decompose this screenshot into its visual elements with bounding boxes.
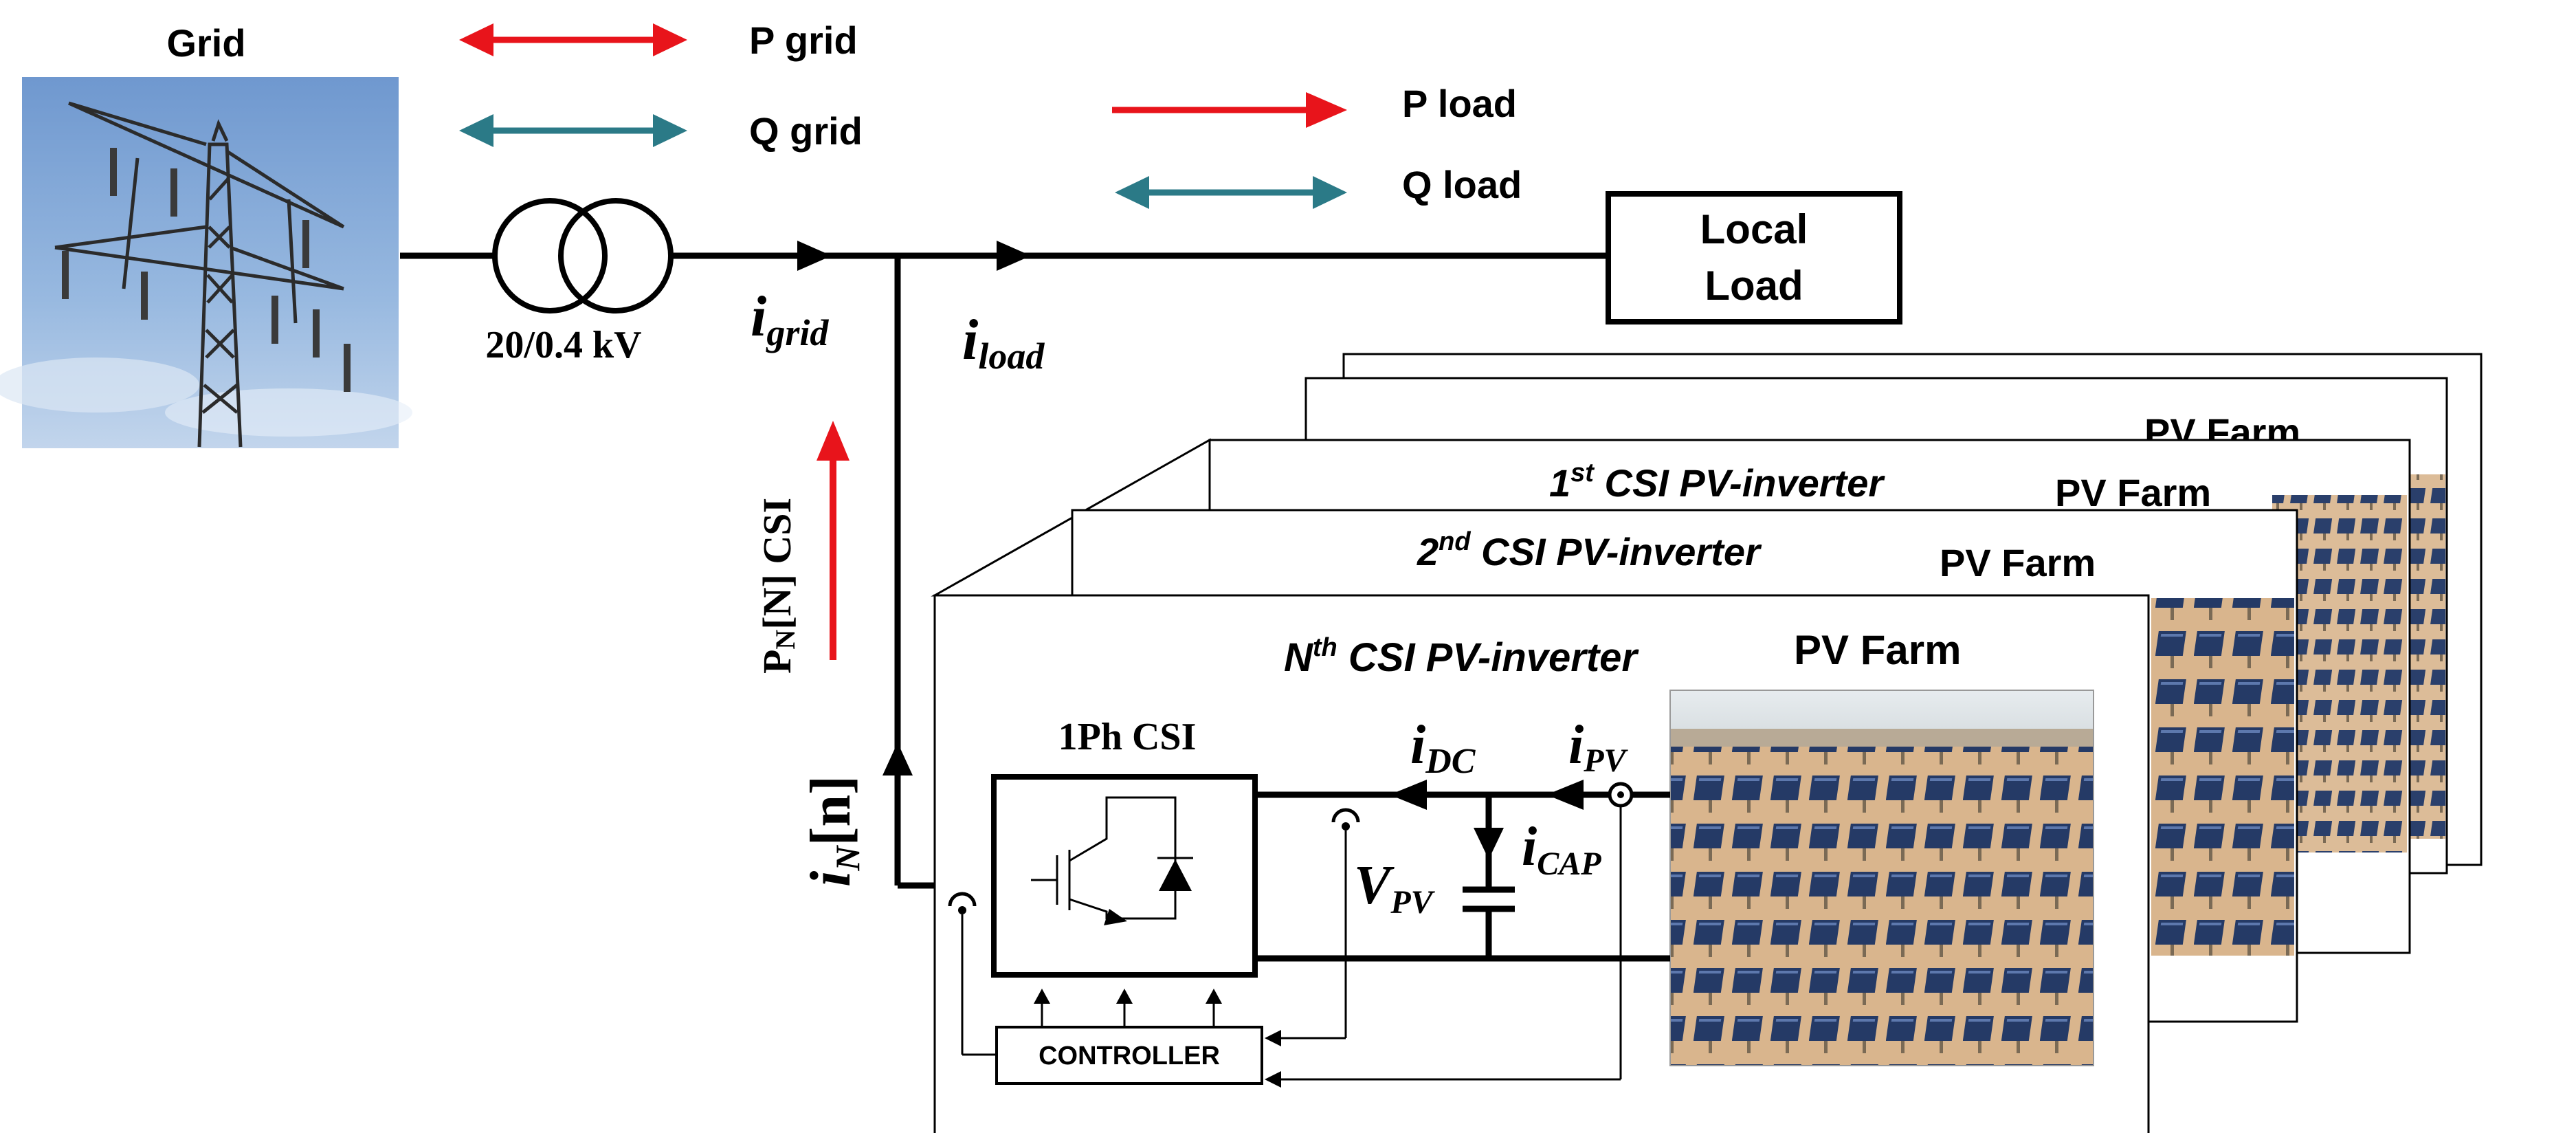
dc-bus — [1255, 780, 1670, 962]
main-bus — [400, 241, 1608, 271]
inverter-nth-title: Nth CSI PV-inverter — [1284, 633, 1639, 680]
transformer-rating: 20/0.4 kV — [485, 324, 641, 366]
csi-block-title: 1Ph CSI — [1058, 716, 1197, 758]
i-cap-label: iCAP — [1522, 817, 1601, 882]
pv-farm-label-2nd: PV Farm — [1940, 541, 2096, 584]
grid-title: Grid — [166, 21, 245, 65]
i-grid-label: igrid — [751, 285, 829, 353]
local-load-line1: Local — [1700, 206, 1808, 252]
p-load-label: P load — [1402, 82, 1517, 125]
pv-farm-label-1st: PV Farm — [2055, 471, 2211, 514]
pv-current-sensor — [1608, 782, 1634, 1079]
q-grid-arrow — [459, 114, 687, 147]
p-grid-label: P grid — [749, 19, 858, 62]
pv-farm-label-nth: PV Farm — [1794, 627, 1961, 673]
q-grid-label: Q grid — [749, 109, 863, 153]
controller-label: CONTROLLER — [1039, 1042, 1220, 1070]
p-inverter-label: PN[N] CSI — [755, 498, 801, 674]
q-load-arrow — [1115, 176, 1347, 209]
v-pv-label: VPV — [1354, 855, 1436, 921]
csi-block — [991, 774, 1258, 978]
output-current-sensor — [948, 892, 997, 1056]
i-dc-label: iDC — [1410, 715, 1476, 781]
p-inverter-arrow — [817, 421, 850, 660]
i-load-label: iload — [962, 308, 1045, 377]
controller-box — [995, 989, 1621, 1088]
i-n-label: iN[n] — [799, 776, 867, 887]
grid-photo — [0, 77, 412, 448]
inverter-2nd-title: 2nd CSI PV-inverter — [1417, 527, 1762, 573]
voltage-sensor — [1331, 808, 1360, 1038]
q-load-label: Q load — [1402, 163, 1522, 206]
p-load-arrow — [1112, 92, 1347, 128]
inverter-1st-title: 1st CSI PV-inverter — [1549, 459, 1885, 505]
p-grid-arrow — [459, 23, 687, 56]
i-pv-label: iPV — [1568, 715, 1629, 779]
local-load-box — [1606, 191, 1902, 324]
local-load-line2: Load — [1705, 263, 1803, 309]
transformer-symbol — [492, 198, 674, 314]
pv-farm-photo — [1669, 690, 2094, 1066]
